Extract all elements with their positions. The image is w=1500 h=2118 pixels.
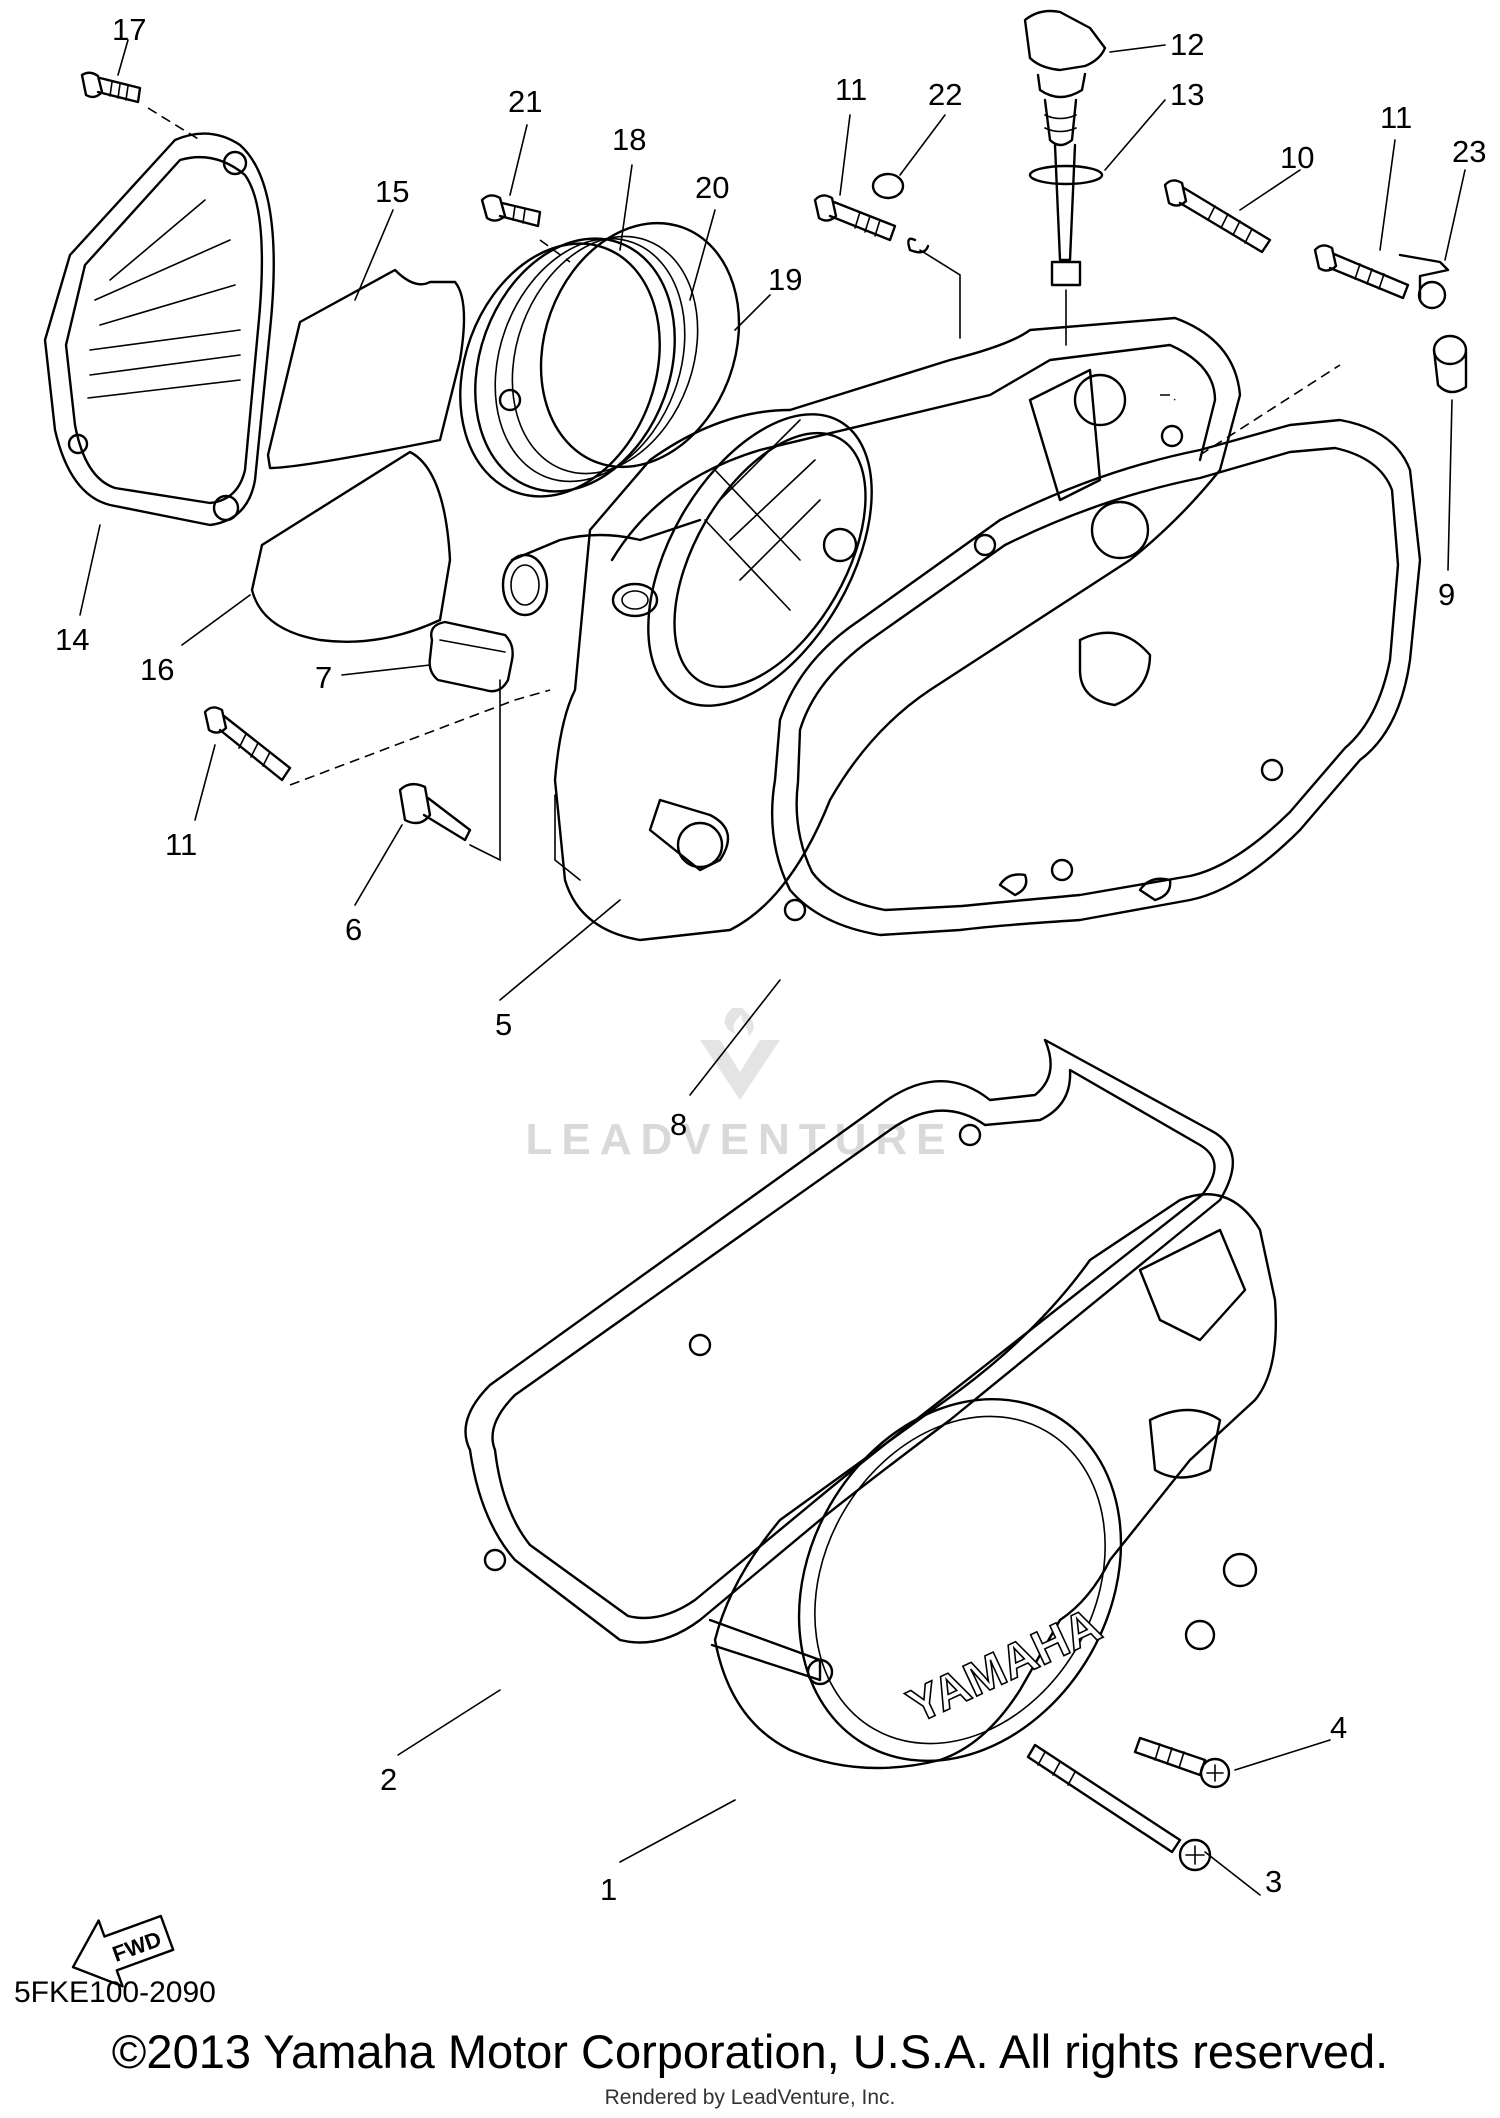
- copyright-text: ©2013 Yamaha Motor Corporation, U.S.A. A…: [111, 2025, 1389, 2078]
- callout-2: 2: [380, 1762, 397, 1797]
- oil-cap-part-12: [1023, 9, 1107, 147]
- plug-part-6: [398, 782, 472, 842]
- bolt-part-11-left: [203, 706, 292, 782]
- leader-lines: [79, 39, 1466, 1896]
- callout-18: 18: [612, 122, 646, 157]
- callout-20: 20: [695, 170, 729, 205]
- crankcase-cover-part-1: YAMAHA: [708, 1193, 1278, 1770]
- callout-6: 6: [345, 912, 362, 947]
- collar-part-9: [1432, 334, 1468, 394]
- watermark-logo-icon: [700, 1008, 780, 1100]
- gasket-part-8: [770, 364, 1422, 937]
- callout-numbers: 17 21 18 20 11 22 12 13 11 10 23 15 19 1…: [55, 12, 1486, 1907]
- callout-11-right: 11: [1380, 100, 1412, 135]
- callout-8: 8: [670, 1107, 687, 1142]
- callout-22: 22: [928, 77, 962, 112]
- callout-11-left: 11: [165, 827, 197, 862]
- dipstick-part-13: [1028, 143, 1104, 346]
- clamp-part-23: [1398, 253, 1450, 310]
- bolt-part-11-top: [813, 194, 897, 242]
- callout-14: 14: [55, 622, 89, 657]
- bolt-part-11-right: [1313, 244, 1410, 300]
- callout-11-top: 11: [835, 72, 867, 107]
- bolt-part-3: [1026, 1743, 1212, 1872]
- callout-21: 21: [508, 84, 542, 119]
- bolt-part-10: [1163, 179, 1272, 254]
- callout-19: 19: [768, 262, 802, 297]
- callout-13: 13: [1170, 77, 1204, 112]
- cover-part-14: [43, 132, 275, 527]
- callout-3: 3: [1265, 1864, 1282, 1899]
- callout-5: 5: [495, 1007, 512, 1042]
- callout-10: 10: [1280, 140, 1314, 175]
- bolt-part-4: [1133, 1736, 1231, 1789]
- rotor-part-18: [459, 235, 699, 498]
- gasket-part-2: [464, 1038, 1234, 1644]
- ring-part-20: [539, 221, 741, 469]
- callout-17: 17: [112, 12, 146, 47]
- callout-15: 15: [375, 174, 409, 209]
- callout-1: 1: [600, 1872, 617, 1907]
- callout-9: 9: [1438, 577, 1455, 612]
- seal-part-7: [428, 620, 514, 693]
- bolt-part-17: [80, 71, 142, 104]
- bolt-part-21: [480, 194, 542, 228]
- crankcase-cover-part-5: [553, 316, 1242, 942]
- diagram-code: 5FKE100-2090: [14, 1976, 216, 2009]
- callout-7: 7: [315, 660, 332, 695]
- plate-part-16: [250, 450, 452, 643]
- callout-12: 12: [1170, 27, 1204, 62]
- callout-23: 23: [1452, 134, 1486, 169]
- rendered-by-text: Rendered by LeadVenture, Inc.: [604, 2086, 896, 2109]
- clip-part-22: [871, 172, 930, 254]
- callout-4: 4: [1330, 1710, 1347, 1745]
- callout-16: 16: [140, 652, 174, 687]
- gasket-part-15: [266, 268, 466, 470]
- pipe-fitting: [501, 518, 702, 618]
